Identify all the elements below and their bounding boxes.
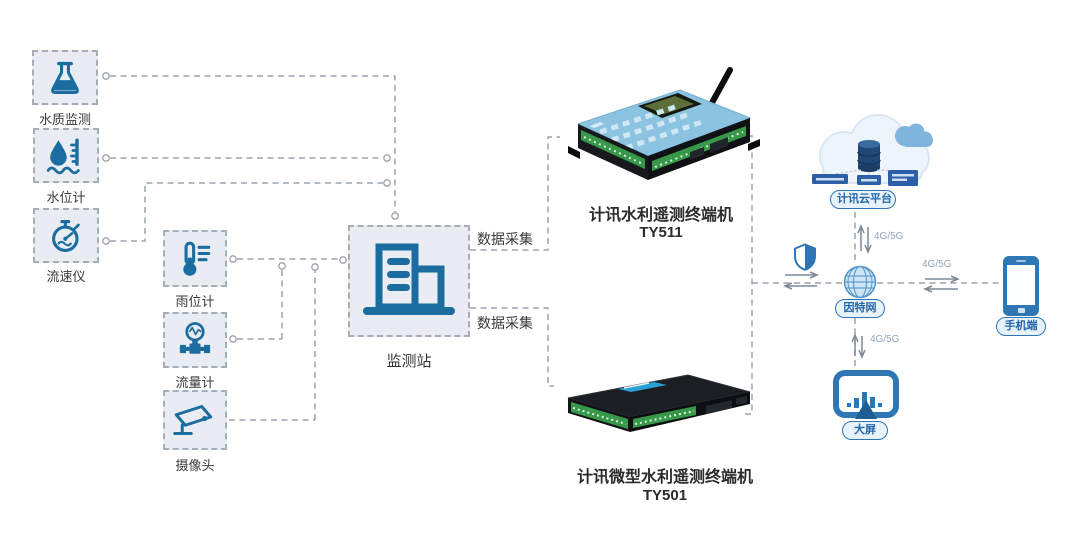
link-4g5g-screen: 4G/5G	[870, 334, 900, 345]
sensor-box-water-level	[33, 128, 99, 183]
device-ty501-model: TY501	[642, 487, 688, 504]
smartphone-icon	[1003, 256, 1039, 316]
exchange-arrows-screen	[851, 333, 866, 359]
device-ty501-name: 计讯微型水利遥测终端机	[576, 469, 753, 486]
link-4g5g-cloud: 4G/5G	[874, 231, 904, 242]
database-icon	[857, 140, 881, 172]
internet-pill: 因特网	[835, 299, 885, 318]
sensor-label-water-quality: 水质监测	[38, 112, 91, 127]
big-screen-icon	[833, 370, 899, 419]
device-ty511-name: 计讯水利遥测终端机	[588, 207, 733, 224]
monitoring-station-icon	[363, 243, 455, 315]
rtu-ty511-device-image	[568, 67, 760, 180]
rain-gauge-icon	[183, 241, 211, 276]
sensor-label-rain-gauge: 雨位计	[175, 294, 215, 309]
flow-velocity-icon	[52, 219, 80, 252]
water-level-icon	[46, 137, 80, 174]
sensor-box-flow-velocity	[33, 208, 99, 263]
monitoring-station-box	[348, 225, 470, 337]
rtu-ty501-device-image	[567, 374, 751, 432]
sensor-label-flow-meter: 流量计	[175, 375, 215, 390]
exchange-arrows-internet-left	[783, 271, 819, 290]
sensor-box-rain-gauge	[163, 230, 227, 287]
data-collect-label-top: 数据采集	[477, 231, 533, 247]
internet-globe-icon	[843, 265, 877, 299]
sensor-box-camera	[163, 390, 227, 450]
data-collect-label-bottom: 数据采集	[477, 315, 533, 331]
station-label: 监测站	[386, 353, 432, 370]
sensor-label-camera: 摄像头	[175, 458, 215, 473]
exchange-arrows-phone	[923, 275, 960, 293]
sensor-box-water-quality	[32, 50, 98, 105]
sensor-label-water-level: 水位计	[46, 190, 86, 205]
exchange-arrows-cloud	[857, 224, 872, 254]
sensor-box-flow-meter	[163, 312, 227, 368]
phone-pill: 手机端	[996, 317, 1046, 336]
shield-icon	[794, 243, 816, 271]
small-cloud-icon	[895, 123, 933, 147]
device-ty511-model: TY511	[639, 224, 683, 241]
cctv-camera-icon	[173, 405, 213, 435]
sensor-label-flow-velocity: 流速仪	[46, 269, 86, 284]
big-screen-pill: 大屏	[842, 421, 888, 440]
cloud-platform-icon	[812, 114, 933, 186]
cloud-platform-pill: 计讯云平台	[830, 190, 896, 209]
flow-meter-icon	[179, 322, 211, 354]
flask-icon	[51, 61, 79, 94]
link-4g5g-phone: 4G/5G	[922, 259, 952, 270]
